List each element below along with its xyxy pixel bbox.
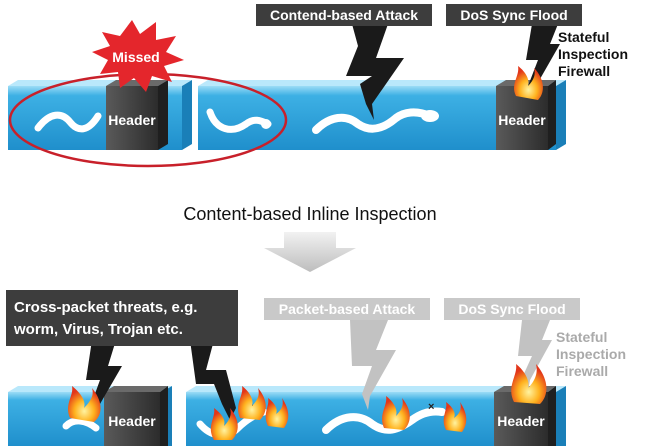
fire-icons-bottom	[68, 364, 547, 440]
worm-top-3	[312, 108, 434, 134]
worm-bottom-3	[322, 407, 446, 434]
bottom-header-right-label: Header	[497, 413, 545, 429]
worm-top-3-head	[421, 110, 439, 122]
contend-attack-label: Contend-based Attack	[270, 7, 418, 23]
bottom-dos-label: DoS Sync Flood	[458, 301, 565, 317]
bottom-header-left-box	[104, 386, 168, 446]
bottom-firewall-line-2: Inspection	[556, 346, 626, 362]
inspection-title: Content-based Inline Inspection	[183, 204, 436, 224]
packet-attack-bolt	[350, 320, 396, 410]
bottom-firewall-line-1: Stateful	[556, 329, 607, 345]
contend-attack-bolt	[346, 24, 404, 120]
down-arrow	[264, 232, 356, 272]
top-dos-label-box	[446, 4, 582, 26]
dead-mark-2: ×	[428, 401, 434, 413]
top-firewall-line-1: Stateful	[558, 29, 609, 45]
worm-top-2	[206, 108, 272, 133]
fire-icon-4	[265, 398, 289, 428]
top-header-right-label: Header	[498, 112, 546, 128]
top-dos-label: DoS Sync Flood	[460, 7, 567, 23]
worm-top-1	[34, 111, 102, 133]
threats-label-box	[6, 290, 238, 346]
contend-attack-label-box	[256, 4, 432, 26]
top-fire-icon	[514, 66, 543, 100]
top-firewall-line-2: Inspection	[558, 46, 628, 62]
top-firewall-line-3: Firewall	[558, 63, 610, 79]
threats-line-1: Cross-packet threats, e.g.	[14, 299, 197, 316]
fire-icon-3	[238, 386, 266, 420]
packet-attack-label-box	[264, 298, 430, 320]
fire-icon-2	[210, 408, 238, 440]
fire-icon-5	[382, 396, 410, 430]
packet-attack-label: Packet-based Attack	[279, 301, 416, 317]
top-header-left-label: Header	[108, 112, 156, 128]
missed-label: Missed	[112, 49, 159, 65]
missed-burst	[92, 20, 184, 92]
worm-bottom-1	[62, 417, 100, 432]
threats-bolt-2	[190, 340, 236, 420]
bottom-header-left-label: Header	[108, 413, 156, 429]
fire-icon-1	[68, 386, 101, 422]
threats-line-2: worm, Virus, Trojan etc.	[13, 321, 183, 338]
bottom-firewall-line-3: Firewall	[556, 363, 608, 379]
fire-icon-7	[511, 364, 547, 404]
bottom-dos-bolt	[518, 320, 552, 392]
worm-top-2-head	[261, 119, 271, 129]
fire-icon-6	[443, 402, 467, 432]
bottom-dos-label-box	[444, 298, 580, 320]
